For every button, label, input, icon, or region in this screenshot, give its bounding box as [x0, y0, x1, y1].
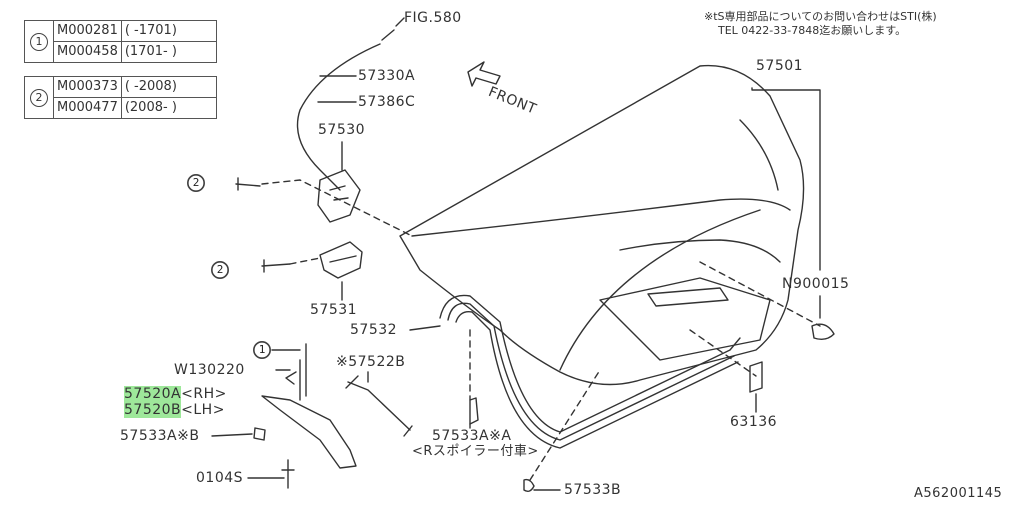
striker: [319, 241, 363, 279]
weatherstrip: [439, 294, 741, 433]
label-57522b[interactable]: ※57522B: [336, 354, 406, 370]
label-spoiler: <Rスポイラー付車>: [412, 444, 539, 459]
sti-note-line2: TEL 0422-33-7848迄お願いします。: [718, 24, 907, 37]
hinge: [261, 395, 357, 469]
sti-note-line1: ※tS専用部品についてのお問い合わせはSTI(株): [704, 10, 937, 23]
variant-table-1: 1 M000281 ( -1701) M000458 (1701- ): [24, 20, 217, 63]
date-range: (2008- ): [120, 97, 217, 119]
date-range: (1701- ): [120, 41, 217, 63]
label-57531[interactable]: 57531: [310, 302, 358, 318]
index-badge: 1: [30, 32, 48, 51]
label-57520b-side: <LH>: [181, 402, 225, 418]
index-badge: 2: [30, 88, 48, 107]
label-57520a[interactable]: 57520A: [124, 386, 182, 402]
label-57501[interactable]: 57501: [756, 58, 804, 74]
label-57520a-side: <RH>: [181, 386, 227, 402]
variant-table-2: 2 M000373 ( -2008) M000477 (2008- ): [24, 76, 217, 119]
cable: [296, 43, 381, 191]
label-57386c[interactable]: 57386C: [358, 94, 416, 110]
label-57520b-row[interactable]: 57520B<LH>: [124, 402, 225, 418]
gas-strut: [347, 381, 411, 431]
label-57532[interactable]: 57532: [350, 322, 398, 338]
label-57533aa[interactable]: 57533A※A: [432, 428, 512, 444]
latch: [317, 169, 361, 223]
date-range: ( -2008): [120, 76, 217, 98]
callout-1-hinge: 1: [253, 341, 271, 359]
label-57533b[interactable]: 57533B: [564, 482, 622, 498]
callout-2-striker: 2: [211, 261, 229, 279]
part-code: M000373: [53, 76, 122, 98]
diagram-ref: A562001145: [914, 486, 1003, 501]
label-57520a-row[interactable]: 57520A<RH>: [124, 386, 227, 402]
label-63136[interactable]: 63136: [730, 414, 778, 430]
label-57330a[interactable]: 57330A: [358, 68, 416, 84]
date-range: ( -1701): [120, 20, 217, 42]
label-57533ab[interactable]: 57533A※B: [120, 428, 200, 444]
front-arrow: [467, 61, 501, 87]
part-code: M000458: [53, 41, 122, 63]
label-fig[interactable]: FIG.580: [404, 10, 462, 26]
label-0104s[interactable]: 0104S: [196, 470, 244, 486]
label-57530[interactable]: 57530: [318, 122, 366, 138]
part-code: M000477: [53, 97, 122, 119]
label-w130220[interactable]: W130220: [174, 362, 245, 378]
trunk-lid: [399, 64, 805, 386]
label-n900015[interactable]: N900015: [782, 276, 850, 292]
label-57520b[interactable]: 57520B: [124, 402, 182, 418]
callout-2-latch: 2: [187, 174, 205, 192]
part-code: M000281: [53, 20, 122, 42]
